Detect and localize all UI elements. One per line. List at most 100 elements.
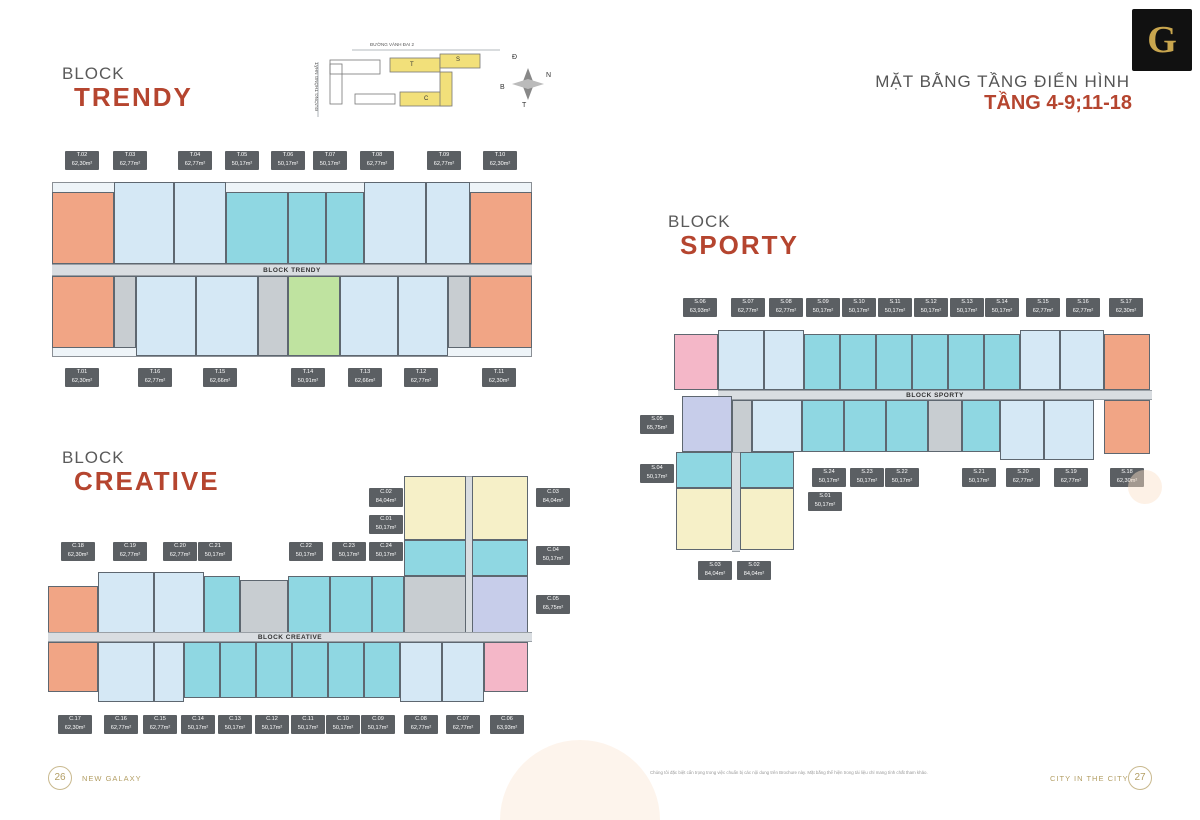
unit-s20[interactable] <box>1000 400 1044 460</box>
unit-t12[interactable] <box>398 276 448 356</box>
unit-c03[interactable] <box>472 476 528 540</box>
unit-s24[interactable] <box>802 400 844 452</box>
sporty-corridor: BLOCK SPORTY <box>718 390 1152 400</box>
unit-c02[interactable] <box>404 476 466 540</box>
unit-s02[interactable] <box>740 488 794 550</box>
unit-c11[interactable] <box>292 642 328 698</box>
unit-t04[interactable] <box>174 182 226 264</box>
unit-t09[interactable] <box>426 182 470 264</box>
unit-c04[interactable] <box>472 540 528 576</box>
unit-s21[interactable] <box>962 400 1000 452</box>
decor-arc-left <box>500 740 660 820</box>
unit-c24[interactable] <box>372 576 404 634</box>
creative-corridor: BLOCK CREATIVE <box>48 632 532 642</box>
unit-c15[interactable] <box>154 642 184 702</box>
unit-s04[interactable] <box>676 452 732 488</box>
unit-s06[interactable] <box>674 334 718 390</box>
unit-s07[interactable] <box>718 330 764 390</box>
unit-t01[interactable] <box>52 276 114 348</box>
unit-s22[interactable] <box>886 400 928 452</box>
unit-s01[interactable] <box>740 452 794 488</box>
unit-c10[interactable] <box>328 642 364 698</box>
unit-s10[interactable] <box>840 334 876 390</box>
unit-c06[interactable] <box>484 642 528 692</box>
unit-t07[interactable] <box>326 192 364 264</box>
unit-c21[interactable] <box>204 576 240 634</box>
sporty-core-center <box>928 400 962 452</box>
unit-s17[interactable] <box>1104 334 1150 390</box>
unit-c14[interactable] <box>184 642 220 698</box>
unit-t03[interactable] <box>114 182 174 264</box>
trendy-floorplan: BLOCK TRENDY <box>52 182 532 357</box>
unit-s13[interactable] <box>948 334 984 390</box>
unit-t16[interactable] <box>136 276 196 356</box>
creative-label-big: CREATIVE <box>74 466 220 496</box>
page-number-left: 26 <box>48 766 72 790</box>
unit-s16[interactable] <box>1060 330 1104 390</box>
unit-t14[interactable] <box>288 276 340 356</box>
unit-t05[interactable] <box>226 192 288 264</box>
unit-c23[interactable] <box>330 576 372 634</box>
compass-icon: Đ N B T <box>500 54 552 109</box>
unit-s15[interactable] <box>1020 330 1060 390</box>
unit-c17[interactable] <box>48 642 98 692</box>
unit-c20[interactable] <box>154 572 204 634</box>
unit-s19[interactable] <box>1044 400 1094 460</box>
unit-t08[interactable] <box>364 182 426 264</box>
unit-t10[interactable] <box>470 192 532 264</box>
unit-c19[interactable] <box>98 572 154 634</box>
site-block-c: C <box>424 96 429 102</box>
unit-s05[interactable] <box>682 396 732 452</box>
unit-s08[interactable] <box>764 330 804 390</box>
unit-t15[interactable] <box>196 276 258 356</box>
trendy-title: BLOCK TRENDY <box>62 64 193 113</box>
unit-c16[interactable] <box>98 642 154 702</box>
unit-c12[interactable] <box>256 642 292 698</box>
unit-c01[interactable] <box>404 540 466 576</box>
unit-s14[interactable] <box>984 334 1020 390</box>
unit-s03[interactable] <box>676 488 732 550</box>
unit-c13[interactable] <box>220 642 256 698</box>
unit-t11[interactable] <box>470 276 532 348</box>
core-right <box>448 276 470 348</box>
unit-c07[interactable] <box>442 642 484 702</box>
floor-levels: TẦNG 4-9;11-18 <box>984 92 1132 114</box>
unit-t06[interactable] <box>288 192 326 264</box>
unit-c22[interactable] <box>288 576 330 634</box>
site-plan-map <box>317 49 500 117</box>
unit-c05[interactable] <box>472 576 528 634</box>
unit-s09[interactable] <box>804 334 840 390</box>
sporty-core-mid <box>752 400 802 452</box>
unit-c09[interactable] <box>364 642 400 698</box>
unit-s11[interactable] <box>876 334 912 390</box>
sporty-label-big: SPORTY <box>680 230 799 260</box>
sporty-floorplan: BLOCK SPORTY <box>674 330 1152 555</box>
unit-c08[interactable] <box>400 642 442 702</box>
unit-s12[interactable] <box>912 334 948 390</box>
creative-title: BLOCK CREATIVE <box>62 448 220 497</box>
unit-t13[interactable] <box>340 276 398 356</box>
unit-s18[interactable] <box>1104 400 1150 454</box>
unit-t02[interactable] <box>52 192 114 264</box>
unit-s23[interactable] <box>844 400 886 452</box>
unit-c18[interactable] <box>48 586 98 634</box>
